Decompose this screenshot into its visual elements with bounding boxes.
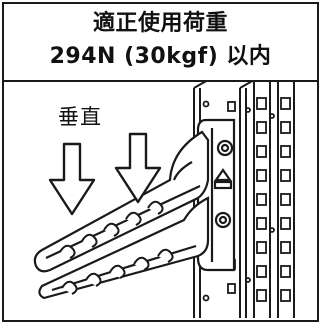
- arm-hooks: [59, 200, 174, 295]
- load-limit: 294N (30kgf) 以内: [49, 44, 272, 69]
- direction-label: 垂直: [58, 105, 102, 129]
- post-slots: [202, 97, 291, 302]
- bracket-illustration: [33, 80, 295, 318]
- upright-post: [193, 80, 295, 318]
- load-title: 適正使用荷重: [92, 11, 228, 36]
- label-frame: 適正使用荷重 294N (30kgf) 以内: [2, 2, 319, 322]
- bracket-arm: [33, 130, 210, 300]
- load-arrow-right: [114, 132, 162, 204]
- header-panel: 適正使用荷重 294N (30kgf) 以内: [4, 4, 317, 82]
- load-arrow-left: [48, 142, 96, 216]
